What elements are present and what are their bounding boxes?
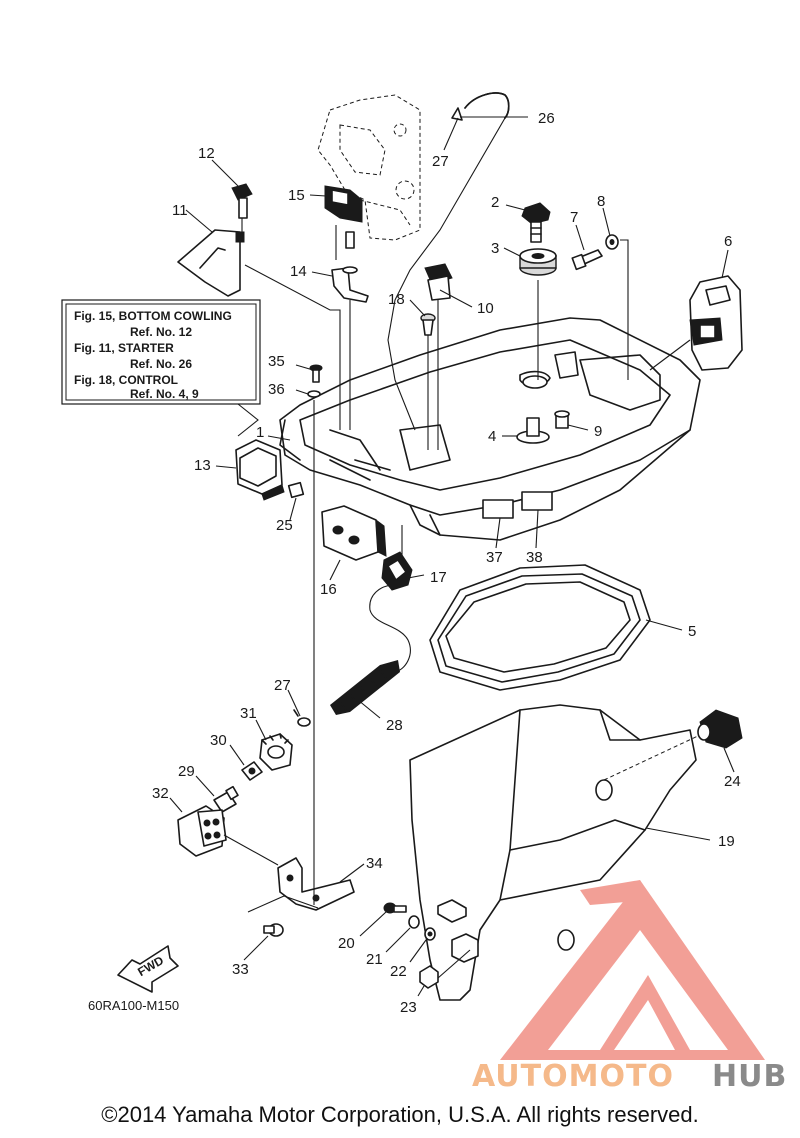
part-21-washer (408, 915, 420, 929)
diagram-code: 60RA100-M150 (88, 998, 179, 1013)
callout-31: 31 (240, 705, 257, 722)
ref-line-4: Ref. No. 26 (130, 357, 192, 371)
watermark-logo (500, 880, 765, 1060)
part-4-9 (516, 410, 570, 444)
part-12-bolt (231, 183, 253, 219)
part-10-grommet (424, 263, 453, 301)
callout-15: 15 (288, 187, 305, 204)
part-22-washer (424, 927, 436, 941)
part-27-clip-lower (293, 709, 311, 727)
part-27-clip-top (451, 107, 463, 121)
callout-14: 14 (290, 263, 307, 280)
callout-22: 22 (390, 963, 407, 980)
bottom-cowling (279, 317, 701, 541)
callout-33: 33 (232, 961, 249, 978)
callout-35: 35 (268, 353, 285, 370)
callout-37: 37 (486, 549, 503, 566)
part-34-bracket (277, 857, 355, 911)
callout-34: 34 (366, 855, 383, 872)
callout-24: 24 (724, 773, 741, 790)
watermark-part2: HUB (712, 1059, 787, 1094)
part-36-washer (307, 390, 321, 398)
callout-20: 20 (338, 935, 355, 952)
callout-6: 6 (724, 233, 732, 250)
part-2-bolt (521, 202, 551, 243)
part-35-screw (309, 364, 323, 383)
callout-25: 25 (276, 517, 293, 534)
part-31-nut (259, 733, 293, 771)
callout-29: 29 (178, 763, 195, 780)
callout-5: 5 (688, 623, 696, 640)
part-13-pad (235, 439, 285, 501)
part-11-bracket (177, 229, 245, 297)
callout-28: 28 (386, 717, 403, 734)
callout-16: 16 (320, 581, 337, 598)
callout-30: 30 (210, 732, 227, 749)
part-19-lower-cover (409, 704, 697, 1001)
engine-ghost (317, 94, 421, 241)
part-33-screw (263, 923, 284, 937)
callout-27-top: 27 (432, 153, 449, 170)
part-32-cap (177, 805, 227, 857)
part-8-washer (605, 234, 619, 250)
callout-11: 11 (172, 202, 188, 219)
callout-leaders (169, 116, 735, 997)
part-5-gasket (429, 564, 651, 691)
callout-36: 36 (268, 381, 285, 398)
ref-line-3: Fig. 11, STARTER (74, 341, 174, 355)
callout-18: 18 (388, 291, 405, 308)
ref-line-6: Ref. No. 4, 9 (130, 387, 199, 401)
reference-box: Fig. 15, BOTTOM COWLING Ref. No. 12 Fig.… (61, 299, 261, 437)
callout-4: 4 (488, 428, 496, 445)
callout-2: 2 (491, 194, 499, 211)
callout-8: 8 (597, 193, 605, 210)
part-26-hose (464, 92, 510, 119)
ref-line-1: Fig. 15, BOTTOM COWLING (74, 309, 232, 323)
callout-27-lower: 27 (274, 677, 291, 694)
part-15-clamp (324, 185, 363, 223)
part-28-tube (330, 660, 400, 715)
part-30-washer (241, 761, 263, 781)
copyright-notice: ©2014 Yamaha Motor Corporation, U.S.A. A… (101, 1102, 699, 1127)
callout-21: 21 (366, 951, 383, 968)
part-16-grommet (321, 505, 387, 561)
callout-1: 1 (256, 424, 264, 441)
callout-7: 7 (570, 209, 578, 226)
callout-12: 12 (198, 145, 215, 162)
part-7-bolt (571, 249, 603, 271)
callout-19: 19 (718, 833, 735, 850)
ref-line-5: Fig. 18, CONTROL (74, 373, 178, 387)
part-14-bracket (331, 231, 369, 303)
callout-numbers: 1 2 3 4 5 6 7 8 9 10 11 12 13 14 15 16 1… (152, 110, 741, 1016)
part-17-grommet (381, 551, 413, 591)
watermark-text: AUTOMOTO HUB (472, 1059, 787, 1094)
part-29-grommet (213, 785, 239, 813)
part-18-clip (420, 313, 436, 336)
watermark-part1: AUTOMOTO (472, 1059, 674, 1094)
ref-line-2: Ref. No. 12 (130, 325, 192, 339)
part-24-grommet (697, 709, 743, 749)
callout-17: 17 (430, 569, 447, 586)
part-20-screw (383, 902, 407, 914)
callout-9: 9 (594, 423, 602, 440)
part-25-cap (287, 481, 305, 499)
callout-32: 32 (152, 785, 169, 802)
callout-3: 3 (491, 240, 499, 257)
callout-23: 23 (400, 999, 417, 1016)
callout-38: 38 (526, 549, 543, 566)
fwd-arrow-icon: FWD (117, 945, 179, 993)
callout-10: 10 (477, 300, 494, 317)
part-23-nut (419, 965, 439, 989)
part-3-grommet (519, 248, 557, 276)
part-6-lock-lever (689, 275, 743, 371)
callout-13: 13 (194, 457, 211, 474)
callout-26: 26 (538, 110, 555, 127)
